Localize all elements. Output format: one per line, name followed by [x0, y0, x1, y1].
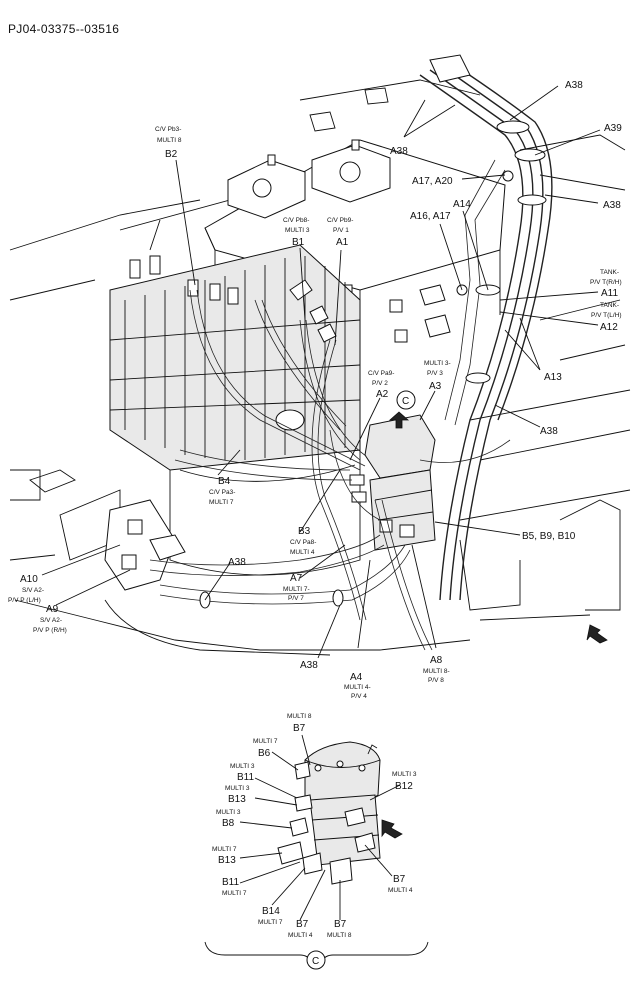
- label-detail-multi3-right: MULTI 3: [392, 771, 417, 778]
- label-detail-multi8-top: MULTI 8: [287, 713, 312, 720]
- pilot-valve-main: [349, 411, 436, 551]
- label-detail-multi7-a: MULTI 7: [253, 738, 278, 745]
- label-callout-c-detail: C: [312, 956, 319, 967]
- solenoid-valve: [104, 499, 186, 591]
- label-a11: A11: [601, 288, 618, 299]
- label-a38-left: A38: [390, 146, 408, 157]
- label-a38-lower: A38: [228, 557, 246, 568]
- label-cv-pa9-line2: P/V 2: [372, 380, 388, 387]
- label-detail-multi7-d: MULTI 7: [258, 919, 283, 926]
- label-a8: A8: [430, 655, 443, 666]
- label-cv-pa8-line1: C/V Pa8-: [290, 539, 316, 546]
- label-a39: A39: [604, 123, 622, 134]
- label-detail-multi4-right: MULTI 4: [388, 887, 413, 894]
- control-valve: [109, 244, 361, 471]
- label-detail-multi3-c: MULTI 3: [216, 809, 241, 816]
- label-multi8-pv8-line2: P/V 8: [428, 677, 444, 684]
- label-a38-mid: A38: [540, 426, 558, 437]
- label-detail-b7-top: B7: [293, 723, 306, 734]
- label-detail-multi7-c: MULTI 7: [222, 890, 247, 897]
- label-cv-pb9-line1: C/V Pb9-: [327, 217, 353, 224]
- label-a17-a20: A17, A20: [412, 176, 453, 187]
- label-b2: B2: [165, 149, 178, 160]
- main-labels: A38 A38 A39 A17, A20 A38 A16, A17 A14 C/…: [8, 80, 622, 700]
- label-detail-b7-br: B7: [334, 919, 347, 930]
- label-detail-b7-bl: B7: [296, 919, 309, 930]
- direction-arrow-icon: [586, 624, 608, 644]
- label-detail-multi7-b: MULTI 7: [212, 846, 237, 853]
- machine-illustration: [9, 54, 631, 656]
- label-sv-a2-rh-line1: S/V A2-: [40, 617, 62, 624]
- label-a14: A14: [453, 199, 471, 210]
- label-a38-bottom: A38: [300, 660, 318, 671]
- label-b4: B4: [218, 476, 231, 487]
- label-a7: A7: [290, 573, 303, 584]
- label-multi7-pv7-line1: MULTI 7-: [283, 586, 310, 593]
- label-detail-b11-b: B11: [222, 877, 239, 888]
- callout-circle-c-main: [396, 390, 416, 410]
- label-a38-top: A38: [565, 80, 583, 91]
- label-a3: A3: [429, 381, 442, 392]
- label-callout-c-main: C: [402, 396, 409, 407]
- label-cv-pa9-line1: C/V Pa9-: [368, 370, 394, 377]
- label-tank-rh-line1: TANK-: [600, 269, 619, 276]
- label-a1: A1: [336, 237, 349, 248]
- label-a38-right: A38: [603, 200, 621, 211]
- label-cv-pb3-line2: MULTI 8: [157, 137, 182, 144]
- label-cv-pa3-line2: MULTI 7: [209, 499, 234, 506]
- label-sv-a2-rh-line2: P/V P (R/H): [33, 627, 67, 634]
- label-a13: A13: [544, 372, 562, 383]
- label-detail-multi4-bottom: MULTI 4: [288, 932, 313, 939]
- label-a12: A12: [600, 322, 618, 333]
- detail-c-illustration: [277, 741, 403, 885]
- label-detail-b7-right: B7: [393, 874, 406, 885]
- detail-labels: MULTI 8 B7 MULTI 7 B6 MULTI 3 B11 MULTI …: [212, 713, 417, 939]
- label-detail-multi3-a: MULTI 3: [230, 763, 255, 770]
- label-detail-b14: B14: [262, 906, 280, 917]
- label-a9: A9: [46, 604, 59, 615]
- detail-leader-lines: [239, 734, 401, 921]
- label-tank-lh-line1: TANK-: [600, 302, 619, 309]
- label-detail-multi3-b: MULTI 3: [225, 785, 250, 792]
- label-a16-a17: A16, A17: [410, 211, 451, 222]
- label-b3: B3: [298, 526, 311, 537]
- detail-direction-arrow-icon: [381, 819, 403, 839]
- wire-harness: [419, 54, 553, 601]
- label-detail-b12: B12: [395, 781, 413, 792]
- label-tank-lh-line2: P/V T(L/H): [591, 312, 622, 319]
- label-multi8-pv8-line1: MULTI 8-: [423, 668, 450, 675]
- label-multi3-pv3-line1: MULTI 3-: [424, 360, 451, 367]
- label-sv-a2-lh-line1: S/V A2-: [22, 587, 44, 594]
- label-cv-pb9-line2: P/V 1: [333, 227, 349, 234]
- label-a10: A10: [20, 574, 38, 585]
- label-b5-b9-b10: B5, B9, B10: [522, 531, 576, 542]
- label-cv-pa8-line2: MULTI 4: [290, 549, 315, 556]
- callout-circle-c-detail: [306, 950, 326, 970]
- detail-bracket: C: [204, 941, 429, 970]
- leader-lines: [41, 85, 601, 659]
- label-detail-b8: B8: [222, 818, 235, 829]
- label-multi4-pv4-line2: P/V 4: [351, 693, 367, 700]
- label-b1: B1: [292, 237, 305, 248]
- label-sv-a2-lh-line2: P/V P (L/H): [8, 597, 41, 604]
- label-cv-pb3-line1: C/V Pb3-: [155, 126, 181, 133]
- label-detail-multi8-bottom: MULTI 8: [327, 932, 352, 939]
- label-detail-b13-b: B13: [218, 855, 236, 866]
- label-cv-pb8-line2: MULTI 3: [285, 227, 310, 234]
- label-cv-pa3-line1: C/V Pa3-: [209, 489, 235, 496]
- document-id: PJ04-03375--03516: [8, 22, 120, 36]
- label-multi7-pv7-line2: P/V 7: [288, 595, 304, 602]
- label-multi3-pv3-line2: P/V 3: [427, 370, 443, 377]
- label-a4: A4: [350, 672, 363, 683]
- label-cv-pb8-line1: C/V Pb8-: [283, 217, 309, 224]
- label-a2: A2: [376, 389, 389, 400]
- label-detail-b13-a: B13: [228, 794, 246, 805]
- label-tank-rh-line2: P/V T(R/H): [590, 279, 622, 286]
- label-multi4-pv4-line1: MULTI 4-: [344, 684, 371, 691]
- label-detail-b6: B6: [258, 748, 271, 759]
- label-detail-b11-a: B11: [237, 772, 254, 783]
